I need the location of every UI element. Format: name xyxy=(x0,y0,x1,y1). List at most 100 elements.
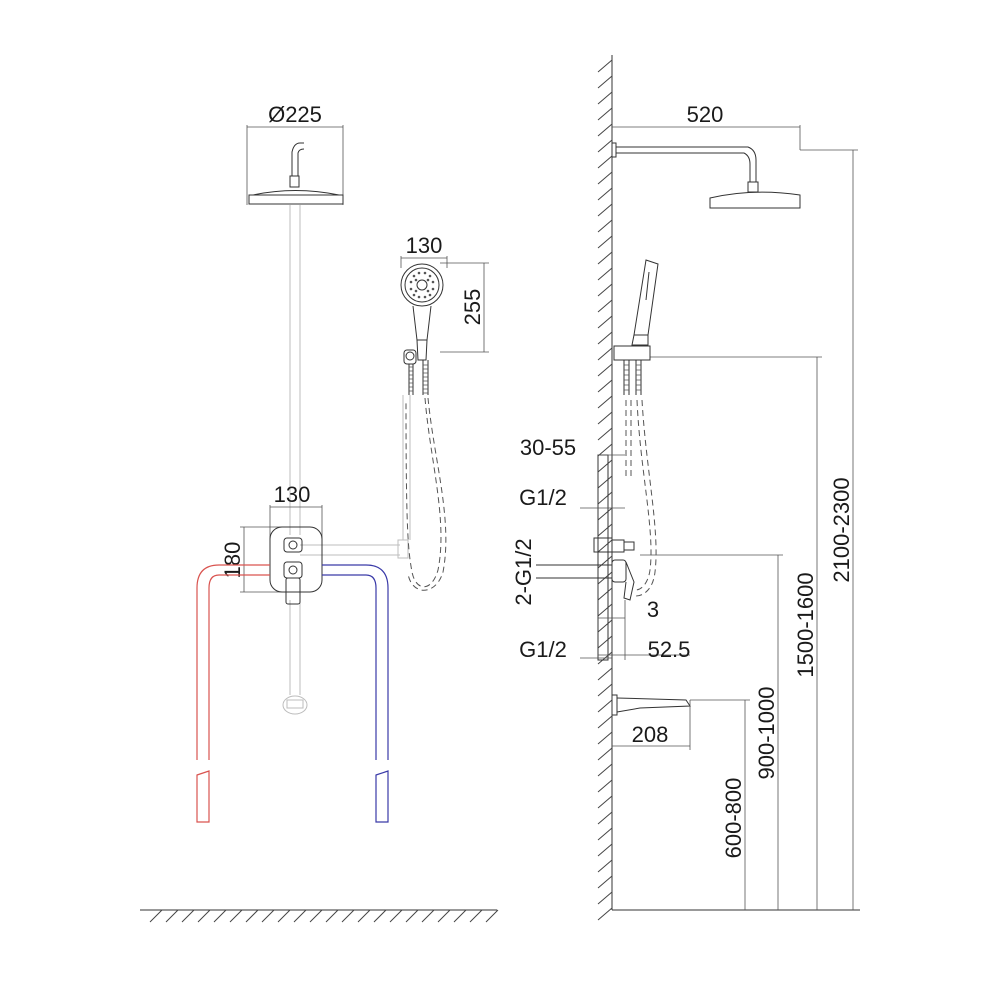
wall-hatch-line xyxy=(597,763,613,777)
inlet-top-label: G1/2 xyxy=(519,485,567,510)
holder-height-label: 1500-1600 xyxy=(793,572,818,677)
handshower-width-label: 130 xyxy=(406,233,443,258)
floor-hatch-line xyxy=(325,909,339,923)
wall-hatch-line xyxy=(597,75,613,89)
wall-hatch-line xyxy=(597,891,613,905)
wall-hatch-line xyxy=(597,171,613,185)
wall-hatch-line xyxy=(597,59,613,73)
handshower-height-label: 255 xyxy=(460,289,485,326)
wall-hatch-line xyxy=(597,587,613,601)
floor-hatch-line xyxy=(149,909,163,923)
wall-hatch-line xyxy=(597,203,613,217)
wall-hatch-line xyxy=(597,155,613,169)
hand-shower-front xyxy=(400,263,444,365)
valve-dimensions xyxy=(240,505,323,593)
wall-hatch-line xyxy=(597,411,613,425)
nozzle-dots xyxy=(409,271,435,299)
floor-hatch-line xyxy=(357,909,371,923)
floor-hatch-line xyxy=(421,909,435,923)
spout-height-label: 600-800 xyxy=(721,778,746,859)
floor-hatch-line xyxy=(437,909,451,923)
floor-hatch-line xyxy=(293,909,307,923)
wall-hatch-line xyxy=(597,363,613,377)
wall-hatch-line xyxy=(597,235,613,249)
hot-water-pipe xyxy=(196,564,270,823)
wall-hatch-line xyxy=(597,779,613,793)
rain-shower-head-front xyxy=(248,142,344,205)
floor-hatch-line xyxy=(181,909,195,923)
height-dimensions xyxy=(640,149,858,910)
wall-hatch-line xyxy=(597,299,613,313)
floor-hatch-line xyxy=(469,909,483,923)
wall-hatch-line xyxy=(597,123,613,137)
wall-hatch-line xyxy=(597,875,613,889)
floor-hatch-line xyxy=(261,909,275,923)
arm-length-label: 520 xyxy=(687,102,724,127)
shower-arm-side xyxy=(611,125,801,209)
wall-hatch-line xyxy=(597,731,613,745)
wall-hatch-line xyxy=(597,139,613,153)
hose-connection-ghost xyxy=(300,395,411,559)
wall-hatch-line xyxy=(597,843,613,857)
wall-hatch-line xyxy=(597,443,613,457)
floor-hatch-line xyxy=(373,909,387,923)
wall-hatch-line xyxy=(597,827,613,841)
wall-hatch-line xyxy=(597,715,613,729)
floor-hatch-line xyxy=(309,909,323,923)
wall-hatch-line xyxy=(597,747,613,761)
head-diameter-dimension xyxy=(246,125,344,205)
wall-hatch-line xyxy=(597,187,613,201)
floor-hatch-line xyxy=(277,909,291,923)
wall-hatch-line xyxy=(597,523,613,537)
wall-hatch-line xyxy=(597,331,613,345)
wall-hatch-line xyxy=(597,219,613,233)
wall-hatch-line xyxy=(597,811,613,825)
wall-hatch-line xyxy=(597,315,613,329)
cold-water-pipe xyxy=(322,564,389,823)
floor-hatch-line xyxy=(485,909,499,923)
floor-hatch-line xyxy=(389,909,403,923)
wall-hatch-line xyxy=(597,507,613,521)
inlets-pair-label: 2-G1/2 xyxy=(511,538,536,605)
wall-hatch-line xyxy=(597,619,613,633)
depth-3-label: 3 xyxy=(647,597,659,622)
front-view: Ø225 xyxy=(140,102,499,923)
valve-width-label: 130 xyxy=(274,482,311,507)
wall-hatch-line xyxy=(597,283,613,297)
wall xyxy=(597,55,860,921)
wall-hatch-line xyxy=(597,907,613,921)
wall-hatch-line xyxy=(597,699,613,713)
depth-52-5-label: 52.5 xyxy=(648,637,691,662)
wall-hatch-line xyxy=(597,395,613,409)
handshower-dimensions xyxy=(400,256,489,353)
shower-rail-ghost xyxy=(282,205,308,715)
wall-hatch-line xyxy=(597,683,613,697)
wall-hatch-line xyxy=(597,635,613,649)
head-diameter-label: Ø225 xyxy=(268,102,322,127)
floor-hatch-line xyxy=(213,909,227,923)
inlet-bottom-label: G1/2 xyxy=(519,637,567,662)
floor-hatch-line xyxy=(453,909,467,923)
floor-hatch-line xyxy=(165,909,179,923)
wall-hatch-line xyxy=(597,475,613,489)
wall-hatch-line xyxy=(597,491,613,505)
wall-hatch-line xyxy=(597,667,613,681)
valve-height-range-label: 900-1000 xyxy=(754,687,779,780)
spout-length-label: 208 xyxy=(632,722,669,747)
hose-front xyxy=(405,360,447,591)
hand-shower-side xyxy=(613,259,659,597)
wall-hatch-line xyxy=(597,795,613,809)
wall-hatch-line xyxy=(597,555,613,569)
valve-height-label: 180 xyxy=(220,542,245,579)
wall-hatch-line xyxy=(597,251,613,265)
wall-hatch-line xyxy=(597,267,613,281)
wall-recess-label: 30-55 xyxy=(520,435,576,460)
floor-front xyxy=(140,909,499,923)
head-height-label: 2100-2300 xyxy=(829,477,854,582)
wall-hatch-line xyxy=(597,91,613,105)
side-view: 520 2100-2300 1500-1600 900-1000 600-800 xyxy=(511,55,860,921)
bath-spout-side xyxy=(611,694,691,750)
wall-hatch-line xyxy=(597,347,613,361)
